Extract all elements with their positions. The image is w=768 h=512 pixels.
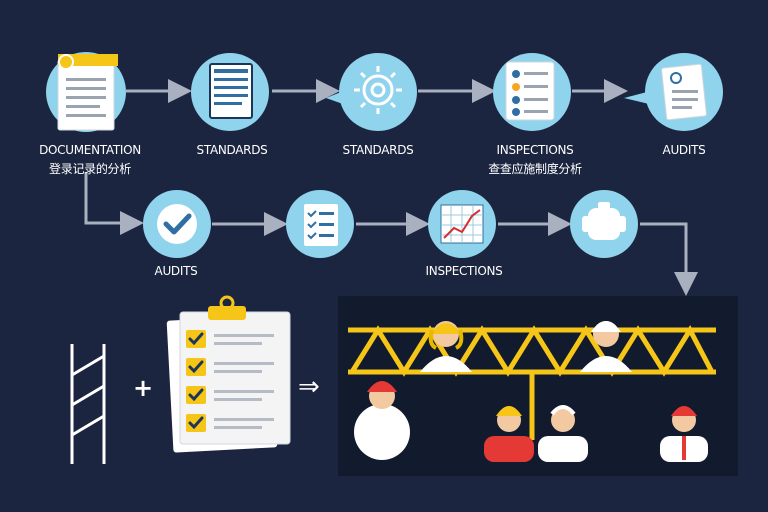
label-standards-1: STANDARDS <box>196 143 268 157</box>
gear-icon <box>354 66 402 114</box>
robot-icon <box>582 202 626 240</box>
node-standards-2 <box>326 53 417 131</box>
sublabel-inspections: 查查应施制度分析 <box>488 162 582 176</box>
report-icon <box>209 63 253 119</box>
label-inspections-2: INSPECTIONS <box>425 264 503 278</box>
worker-yellow-hat-bottom <box>484 406 534 462</box>
connector-row1-row2 <box>84 172 144 235</box>
worker-red-hat-left <box>354 381 410 460</box>
label-standards-2: STANDARDS <box>342 143 414 157</box>
connector-to-crane <box>640 222 698 296</box>
label-audits: AUDITS <box>662 143 706 157</box>
implies-arrow: ⇒ <box>298 372 320 402</box>
checklist-icon <box>304 204 338 246</box>
worker-red-hat-right <box>660 406 708 462</box>
label-inspections: INSPECTIONS <box>496 143 574 157</box>
ladder-icon <box>70 344 106 464</box>
document-icon <box>57 54 118 131</box>
worker-bottom-center <box>538 405 588 462</box>
worker-yellow-hat-top <box>420 321 472 372</box>
label-documentation: DOCUMENTATION <box>39 143 141 157</box>
line-chart-icon <box>440 204 484 244</box>
sublabel-documentation: 登录记录的分析 <box>49 162 131 176</box>
checkmark-icon <box>157 204 197 244</box>
label-audits-2: AUDITS <box>154 264 198 278</box>
worker-white-hat-top <box>580 321 632 372</box>
clipboard-checklist-icon <box>166 295 291 453</box>
crane-truss <box>348 324 716 440</box>
plus-symbol: + <box>133 374 154 402</box>
audit-report-icon <box>661 63 707 121</box>
checklist-icon <box>505 61 555 121</box>
